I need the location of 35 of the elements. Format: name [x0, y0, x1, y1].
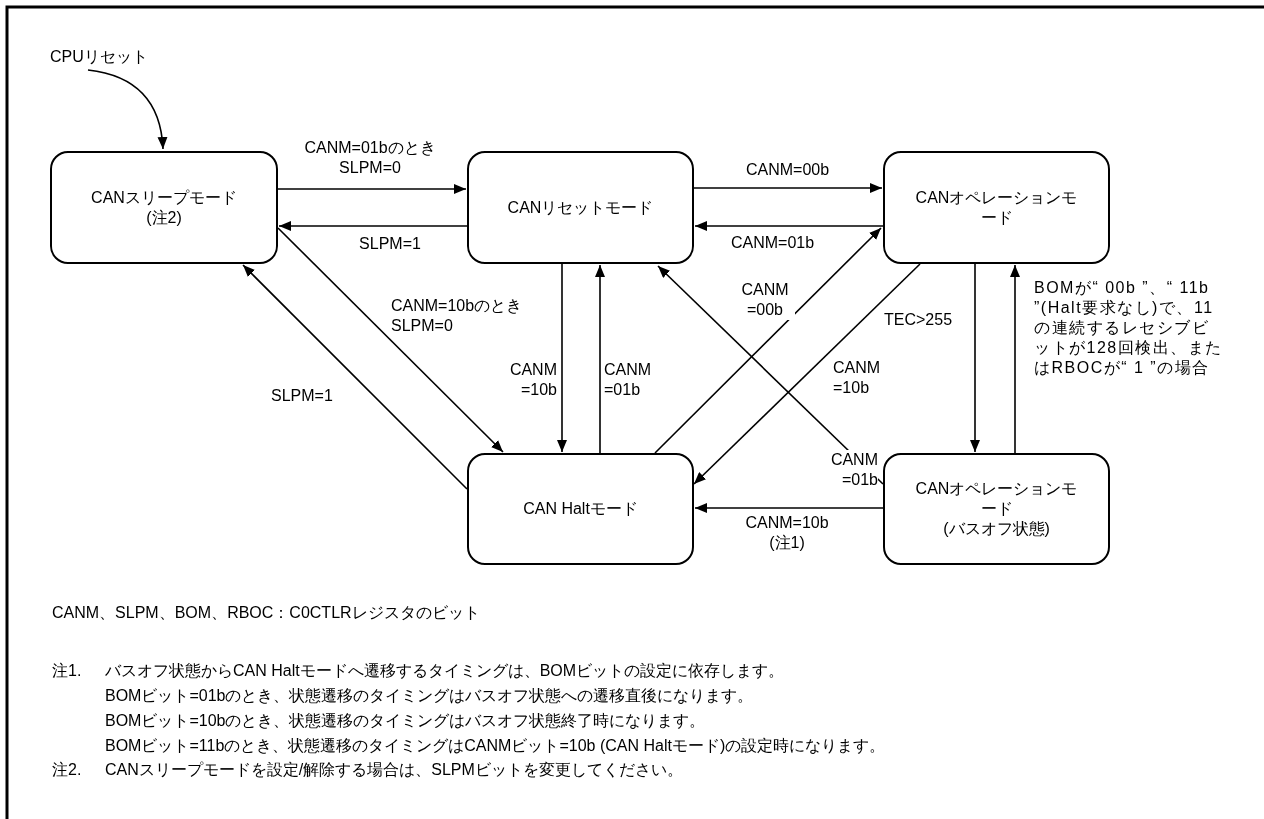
arrow: [694, 221, 884, 231]
state-detail: (バスオフ状態): [943, 519, 1050, 539]
arrow: [595, 264, 605, 454]
state-box: [883, 151, 1110, 264]
state-box: [883, 453, 1110, 565]
state-name: CANオペレーションモード: [914, 187, 1079, 228]
state-box: [467, 453, 694, 565]
arrow: [693, 263, 921, 485]
arrow: [970, 263, 980, 453]
arrow: [277, 227, 504, 453]
note-number: 注1.: [52, 661, 82, 681]
arrow: [87, 69, 167, 150]
state-box: [50, 151, 278, 264]
arrow: [694, 503, 884, 513]
state-name: CANリセットモード: [507, 197, 654, 218]
note-text: CANスリープモードを設定/解除する場合は、SLPMビットを変更してください。: [105, 760, 683, 780]
arrow: [278, 221, 468, 231]
arrow: [557, 263, 567, 453]
state-name: CANオペレーションモード: [914, 479, 1079, 519]
reset-label: CPUリセット: [50, 47, 148, 67]
arrow: [242, 264, 468, 490]
arrow: [693, 183, 883, 193]
legend-note: CANM、SLPM、BOM、RBOC：C0CTLRレジスタのビット: [52, 603, 480, 623]
note-number: 注2.: [52, 760, 82, 780]
note-text: BOMビット=01bのとき、状態遷移のタイミングはバスオフ状態への遷移直後になります。: [105, 686, 754, 706]
note-text: BOMビット=11bのとき、状態遷移のタイミングはCANMビット=10b (CAN Haltモード)の設定時になります。: [105, 736, 886, 756]
note-ref: (注2): [146, 207, 182, 228]
state-name: CAN Haltモード: [523, 499, 638, 519]
state-name: CANスリープモード: [91, 187, 237, 208]
note-text: バスオフ状態からCAN Haltモードへ遷移するタイミングは、BOMビットの設定に依存します。: [105, 661, 785, 681]
arrow: [654, 227, 882, 454]
note-text: BOMビット=10bのとき、状態遷移のタイミングはバスオフ状態終了時になります。: [105, 711, 706, 731]
arrow: [277, 184, 467, 194]
state-box: [467, 151, 694, 264]
arrow: [1010, 264, 1020, 454]
